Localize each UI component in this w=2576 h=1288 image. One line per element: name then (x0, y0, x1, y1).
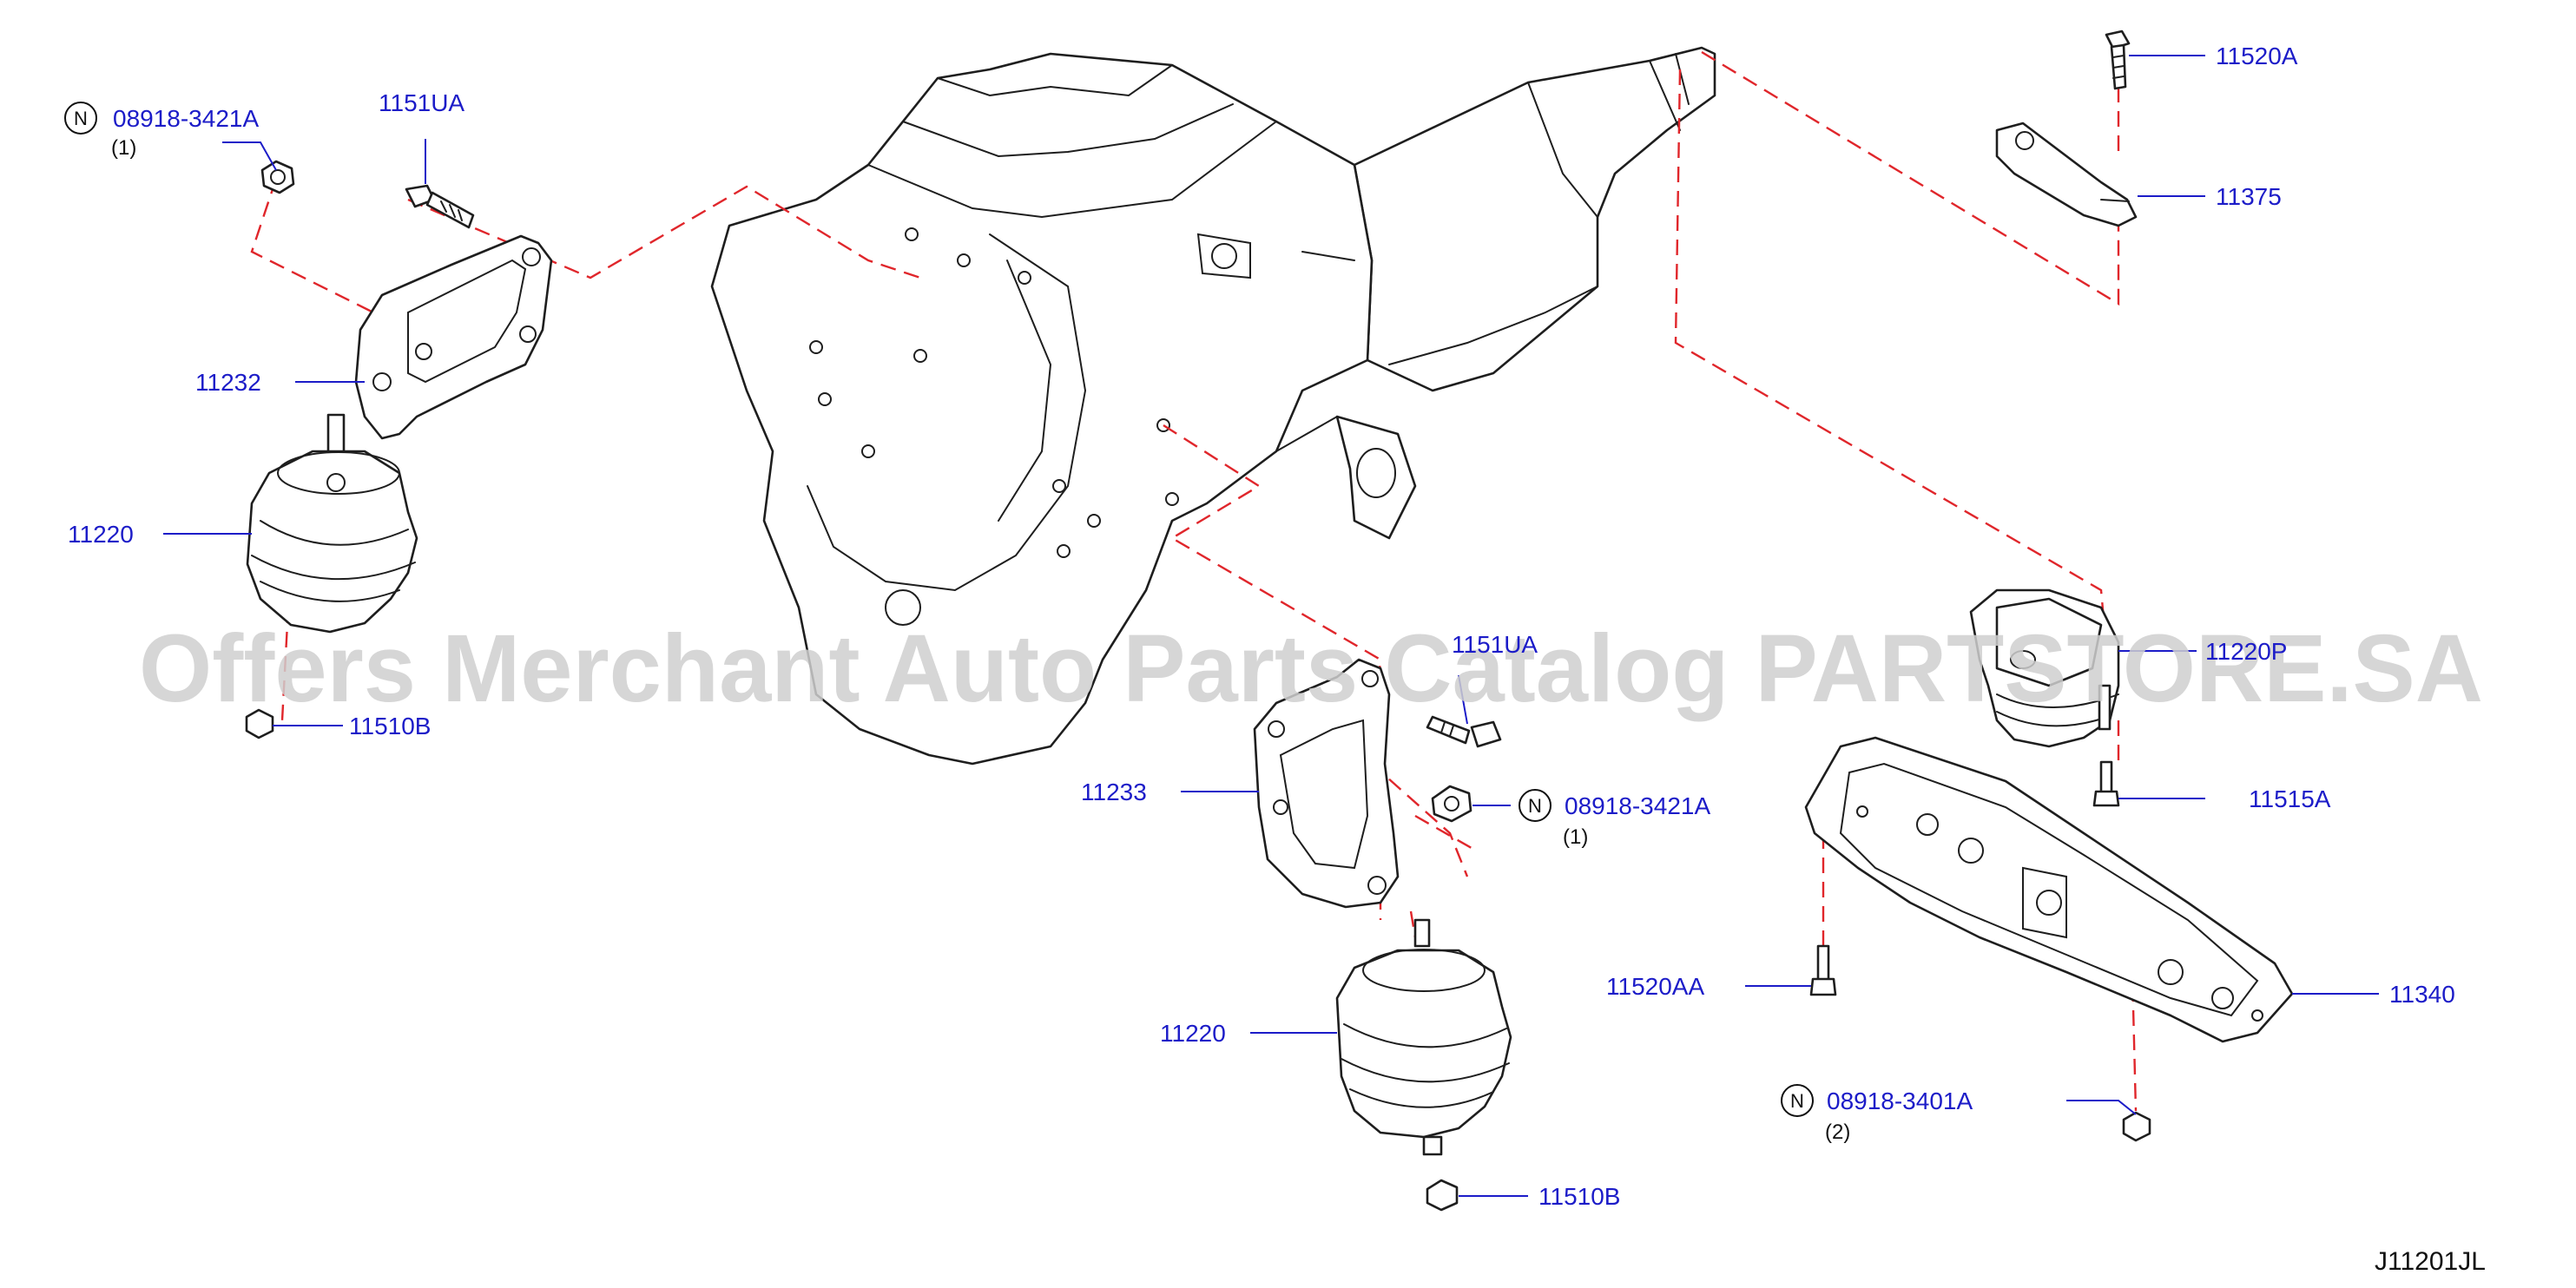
part-label-11375[interactable]: 11375 (2216, 183, 2282, 210)
part-label-11340[interactable]: 11340 (2389, 981, 2455, 1008)
part-label-08918-3401A[interactable]: 08918-3401A (1827, 1088, 1973, 1114)
part-label-08918-3421A-top[interactable]: 08918-3421A (113, 105, 259, 132)
engine-mount-bracket-11233 (1253, 658, 1400, 909)
new-part-marker-bottom-right: N (1781, 1084, 1814, 1117)
part-label-11515A[interactable]: 11515A (2249, 785, 2331, 812)
bolt-11515a (2092, 760, 2120, 807)
right-mount-group (1804, 30, 2294, 1142)
qty-08918-3421A-mid: (1) (1563, 825, 1588, 849)
bolt-top-left (405, 184, 475, 229)
leader-lines (163, 55, 2379, 1197)
bolt-11520aa (1809, 944, 1837, 996)
bolt-top-right (2105, 30, 2131, 90)
nut-bottom-left (245, 708, 274, 739)
bolt-center (1426, 715, 1502, 748)
qty-08918-3421A-top: (1) (111, 136, 136, 160)
mount-bracket-11375 (1995, 122, 2138, 227)
part-label-1151UA-mid[interactable]: 1151UA (1452, 631, 1538, 658)
part-label-08918-3421A-mid[interactable]: 08918-3421A (1565, 792, 1710, 819)
center-mount-group (1253, 658, 1512, 1212)
part-label-11232[interactable]: 11232 (195, 369, 261, 396)
part-label-11220P[interactable]: 11220P (2205, 638, 2287, 665)
new-part-marker-center: N (1519, 789, 1552, 822)
diagram-code: J11201JL (2375, 1247, 2486, 1276)
engine-mount-insulator-11220p (1969, 588, 2120, 748)
crossmember-11340 (1804, 736, 2294, 1043)
svg-text:N: N (1790, 1090, 1804, 1112)
engine-mount-insulator-center (1335, 918, 1512, 1156)
new-part-marker-top-left: N (64, 102, 97, 135)
qty-08918-3401A: (2) (1825, 1120, 1850, 1144)
watermark: Offers Merchant Auto Parts Catalog PARTS… (139, 615, 2483, 722)
flange-nut-top-left (260, 160, 295, 194)
nut-bottom-center (1426, 1179, 1459, 1212)
callout-labels: N 08918-3421A (1) 1151UA 11232 11220 115… (64, 43, 2455, 1210)
part-label-11220-center[interactable]: 11220 (1160, 1020, 1226, 1047)
flange-nut-bottom-right (2122, 1111, 2151, 1142)
engine-mount-insulator-left (246, 413, 418, 634)
part-label-11510B-bottom[interactable]: 11510B (1538, 1183, 1620, 1210)
part-label-11520A[interactable]: 11520A (2216, 43, 2298, 69)
svg-text:N: N (74, 108, 88, 129)
flange-nut-center (1431, 785, 1472, 823)
part-label-11510B-left[interactable]: 11510B (349, 713, 431, 739)
engine-transmission-assembly (710, 46, 1716, 766)
part-label-1151UA-top[interactable]: 1151UA (379, 89, 464, 116)
svg-text:N: N (1528, 795, 1542, 817)
part-label-11220-left[interactable]: 11220 (68, 521, 134, 548)
engine-mount-bracket-11232 (354, 234, 553, 440)
part-label-11233[interactable]: 11233 (1081, 779, 1147, 805)
part-label-11520AA[interactable]: 11520AA (1606, 973, 1704, 1000)
left-mount-group (245, 160, 553, 739)
